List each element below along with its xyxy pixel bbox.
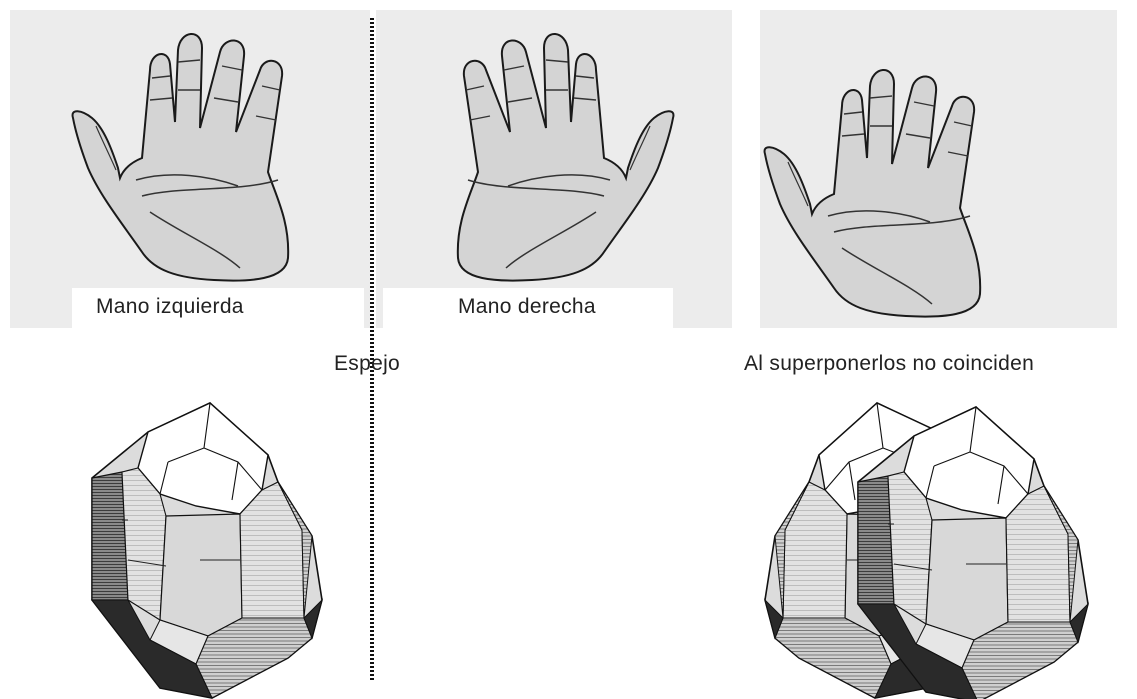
mirror-label: Espejo (334, 352, 400, 376)
left-hand-label: Mano izquierda (96, 295, 244, 319)
superposed-crystals (858, 405, 1137, 699)
left-crystal (92, 403, 322, 698)
right-hand-label: Mano derecha (458, 295, 596, 319)
superposed-label: Al superponerlos no coinciden (744, 352, 1034, 376)
left-hand-drawing (73, 34, 289, 281)
right-hand-drawing (458, 34, 674, 281)
superposed-hands-drawing (765, 38, 1137, 317)
